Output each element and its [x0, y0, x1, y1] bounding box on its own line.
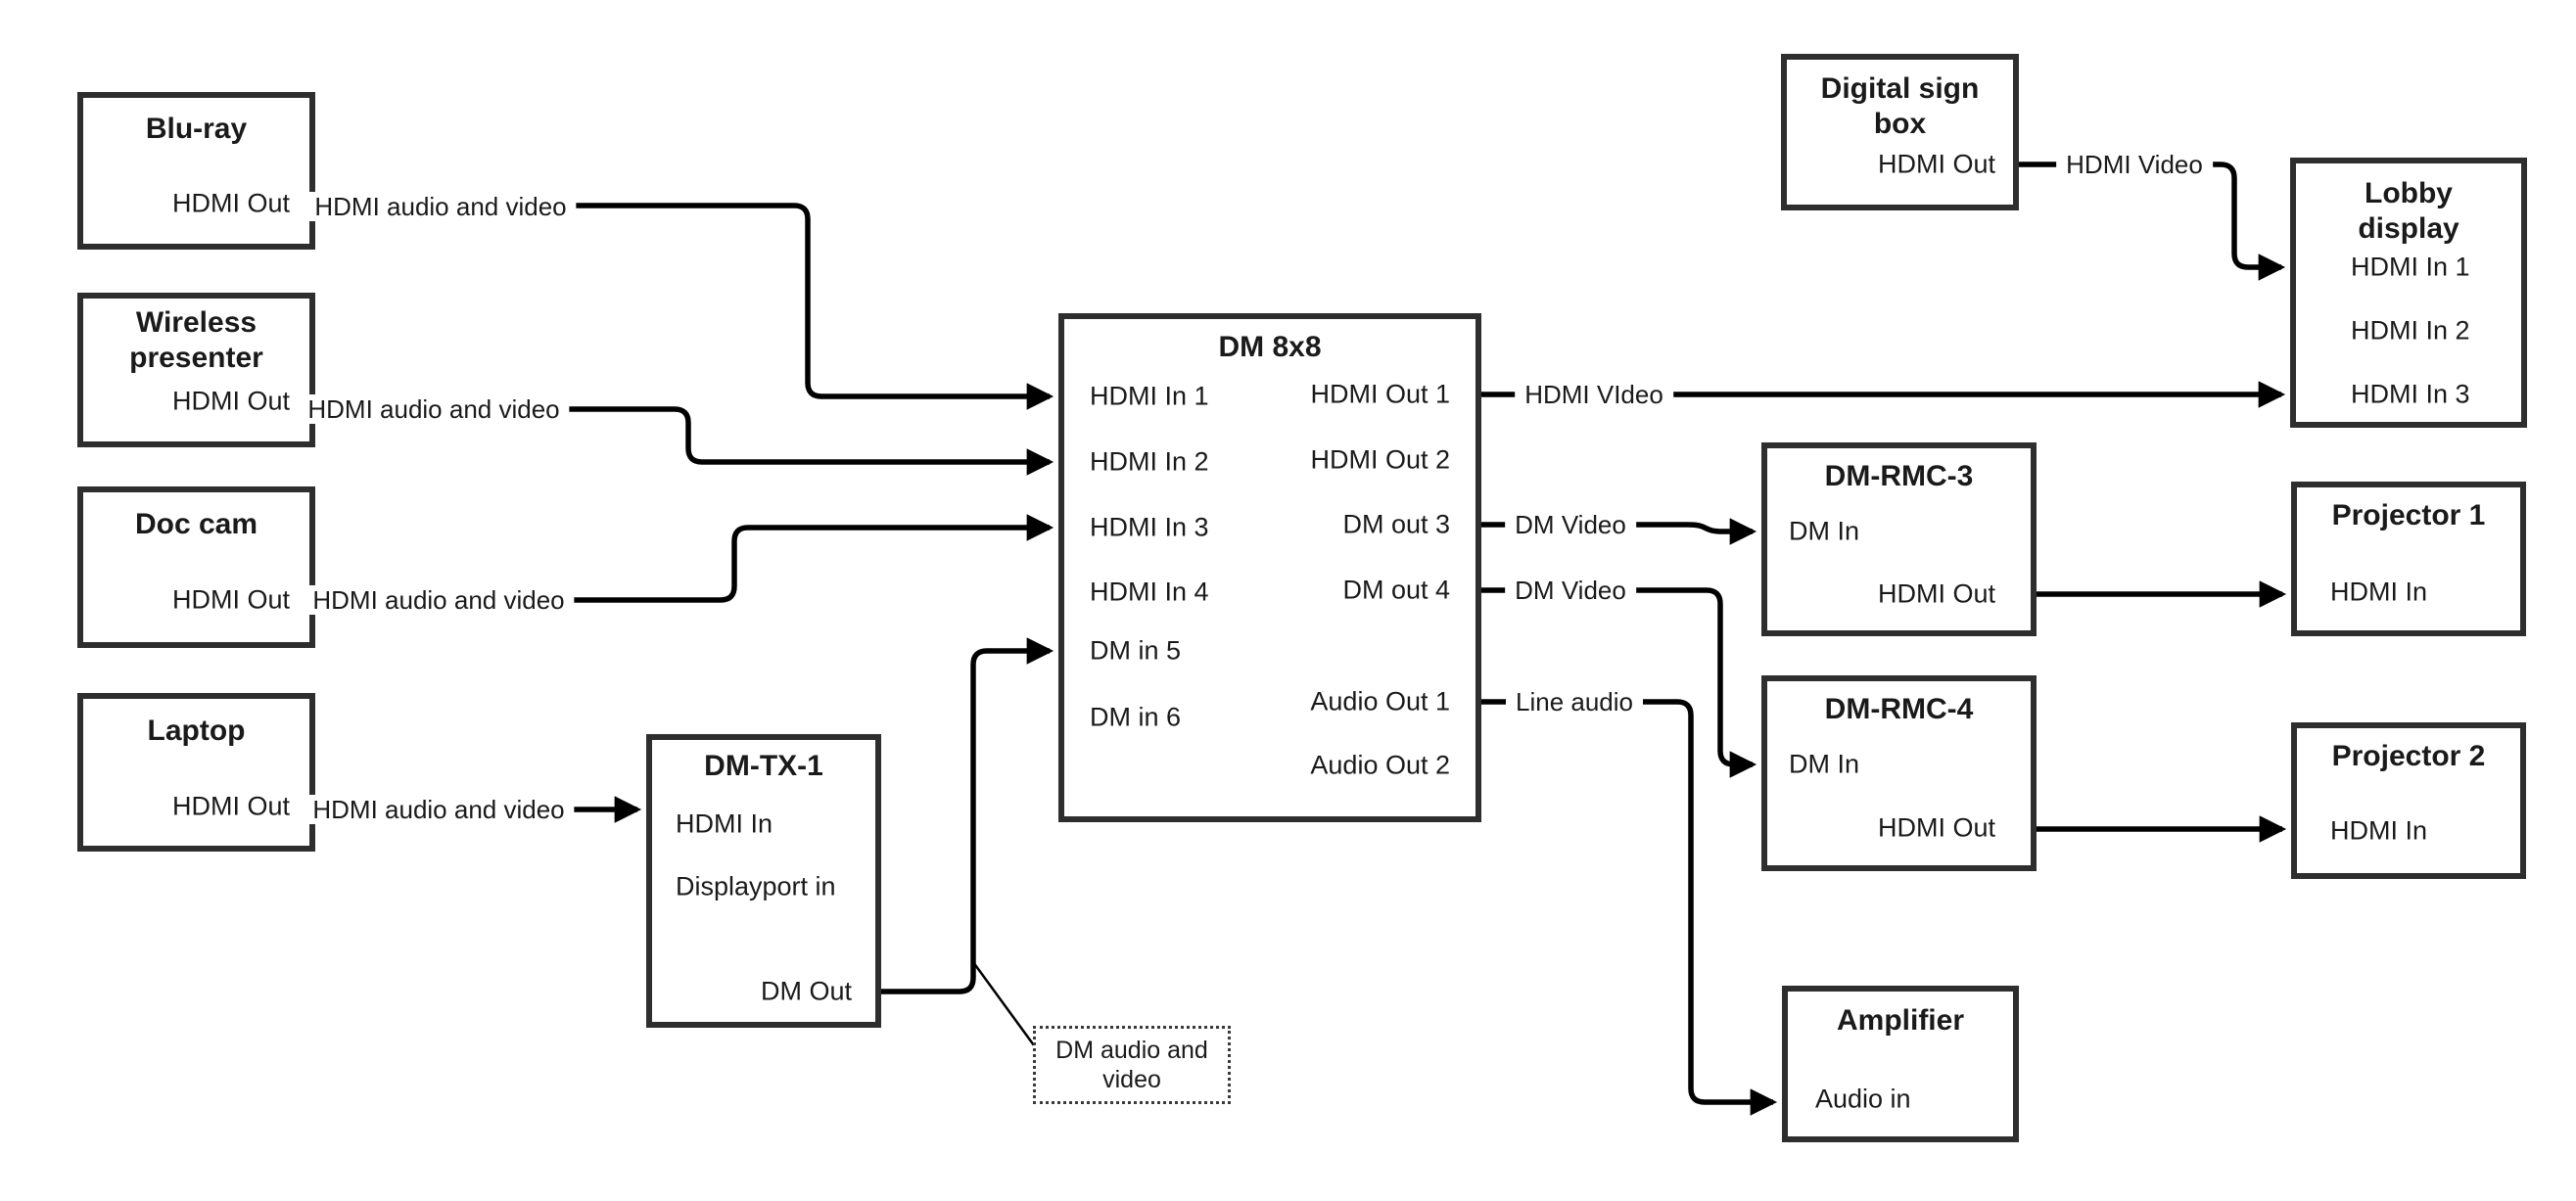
wire-wireless-to-dm8x8-in2	[315, 406, 1054, 476]
wire-dm8x8-out3-to-dmrmc3	[1481, 518, 1757, 545]
port-audio-in: Audio in	[1815, 1084, 1911, 1114]
node-title: Doc cam	[134, 508, 258, 540]
note-line-2: video	[1102, 1066, 1161, 1093]
port-hdmi-in-3: HDMI In 3	[2351, 379, 2470, 409]
node-title: Projector 1	[2331, 499, 2486, 531]
port-hdmi-out: HDMI Out	[171, 791, 290, 821]
wire-label-hdmi-audio-video-3: HDMI audio and video	[303, 585, 575, 615]
wire-label-dm-video-3: DM Video	[1505, 510, 1636, 539]
wire-doccam-to-dm8x8-in3	[315, 514, 1054, 603]
wire-label-hdmi-audio-video-2: HDMI audio and video	[298, 394, 570, 424]
node-title: Lobby display	[2358, 177, 2459, 245]
node-title: Wireless presenter	[129, 306, 263, 374]
port-dm-in-6: DM in 6	[1090, 702, 1182, 732]
port-dm-out: DM Out	[760, 976, 852, 1006]
wire-dmtx1-to-dm8x8-in5	[881, 637, 1054, 994]
port-hdmi-out: HDMI Out	[1877, 812, 1995, 843]
port-hdmi-in-2: HDMI In 2	[1090, 446, 1209, 477]
wire-label-hdmi-audio-video-4: HDMI audio and video	[303, 795, 575, 824]
node-laptop: Laptop HDMI Out	[77, 693, 315, 852]
node-title: DM 8x8	[1218, 331, 1322, 363]
port-hdmi-in-4: HDMI In 4	[1090, 577, 1209, 607]
port-hdmi-in-3: HDMI In 3	[1090, 512, 1209, 542]
port-hdmi-out: HDMI Out	[1877, 149, 1995, 179]
node-title: Laptop	[147, 715, 246, 747]
node-title: Projector 2	[2331, 740, 2486, 772]
port-hdmi-in-2: HDMI In 2	[2351, 315, 2470, 346]
wire-label-dm-video-4: DM Video	[1505, 576, 1636, 605]
node-projector-2: Projector 2 HDMI In	[2291, 722, 2526, 879]
port-hdmi-out: HDMI Out	[171, 386, 290, 416]
node-projector-1: Projector 1 HDMI In	[2291, 482, 2526, 636]
node-title: Amplifier	[1836, 1004, 1965, 1037]
wire-label-hdmi-video-long: HDMI VIdeo	[1515, 380, 1673, 409]
port-hdmi-out: HDMI Out	[171, 584, 290, 615]
node-dm-rmc-3: DM-RMC-3 DM In HDMI Out	[1761, 442, 2037, 636]
port-dm-in: DM In	[1789, 749, 1860, 779]
node-bluray: Blu-ray HDMI Out	[77, 92, 315, 250]
port-displayport-in: Displayport in	[676, 871, 836, 901]
node-dm-tx-1: DM-TX-1 HDMI In Displayport in DM Out	[646, 734, 881, 1028]
wire-label-sign-hdmi-video: HDMI Video	[2056, 150, 2213, 179]
wire-dm8x8-out4-to-dmrmc4	[1481, 587, 1757, 778]
port-hdmi-out-1: HDMI Out 1	[1310, 379, 1450, 409]
note-dm-audio-and-video: DM audio and video	[1033, 1026, 1231, 1104]
node-digital-sign-box: Digital sign box HDMI Out	[1781, 54, 2019, 210]
port-dm-in: DM In	[1789, 516, 1860, 546]
wire-signbox-to-lobby-in1	[2019, 162, 2286, 281]
wire-dm8x8-aout1-to-amplifier	[1481, 699, 1778, 1116]
node-title: DM-RMC-4	[1824, 693, 1974, 725]
node-dm-8x8: DM 8x8 HDMI In 1 HDMI In 2 HDMI In 3 HDM…	[1058, 313, 1481, 822]
node-title: DM-TX-1	[704, 750, 823, 782]
node-doc-cam: Doc cam HDMI Out	[77, 486, 315, 648]
port-dm-out-4: DM out 4	[1342, 575, 1450, 605]
port-hdmi-in: HDMI In	[2330, 577, 2428, 607]
node-title: Blu-ray	[145, 113, 248, 145]
port-hdmi-out: HDMI Out	[1877, 578, 1995, 609]
node-title: Digital sign box	[1820, 72, 1980, 140]
node-wireless-presenter: Wireless presenter HDMI Out	[77, 293, 315, 447]
node-lobby-display: Lobby display HDMI In 1 HDMI In 2 HDMI I…	[2290, 158, 2527, 428]
node-amplifier: Amplifier Audio in	[1782, 986, 2019, 1142]
port-hdmi-out: HDMI Out	[171, 188, 290, 218]
node-title: DM-RMC-3	[1824, 460, 1974, 492]
wire-label-hdmi-audio-video-1: HDMI audio and video	[304, 192, 577, 221]
wire-bluray-to-dm8x8-in1	[315, 203, 1054, 410]
port-dm-out-3: DM out 3	[1342, 509, 1450, 539]
port-hdmi-in: HDMI In	[2330, 815, 2428, 846]
port-audio-out-2: Audio Out 2	[1310, 750, 1450, 780]
node-dm-rmc-4: DM-RMC-4 DM In HDMI Out	[1761, 675, 2037, 871]
wire-label-line-audio: Line audio	[1506, 687, 1643, 716]
port-dm-in-5: DM in 5	[1090, 635, 1182, 666]
port-hdmi-in: HDMI In	[676, 808, 773, 839]
port-hdmi-in-1: HDMI In 1	[1090, 381, 1209, 411]
port-hdmi-in-1: HDMI In 1	[2351, 252, 2470, 282]
note-line-1: DM audio and	[1055, 1037, 1208, 1064]
note-leader-line	[971, 961, 1036, 1046]
port-audio-out-1: Audio Out 1	[1310, 686, 1450, 716]
port-hdmi-out-2: HDMI Out 2	[1310, 444, 1450, 475]
